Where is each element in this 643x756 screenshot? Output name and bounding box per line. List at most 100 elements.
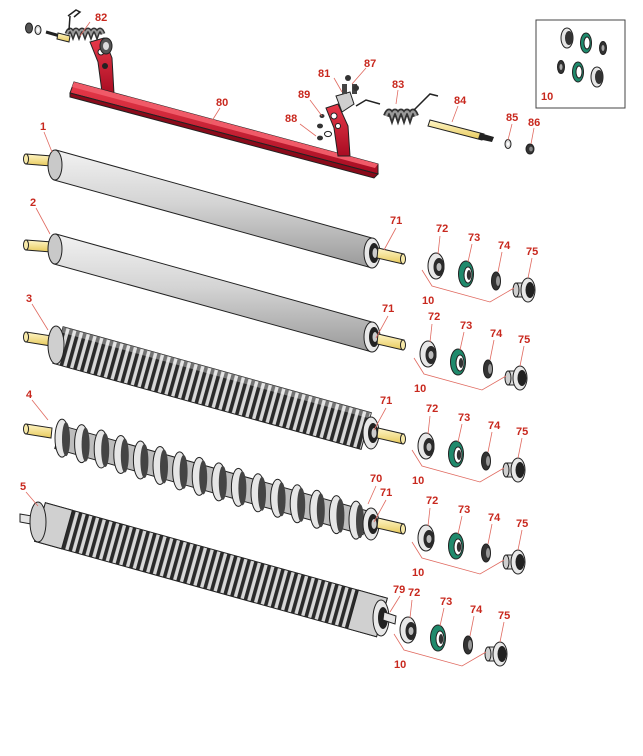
callout-5: 5: [20, 481, 26, 493]
shaft-71-row1: [376, 247, 406, 265]
wiehle-disc: [289, 484, 306, 524]
wiehle-disc: [132, 440, 149, 480]
seal-icon: [448, 440, 464, 468]
bearing-icon: [399, 616, 417, 644]
callout-3: 3: [26, 293, 32, 305]
left-rod: [45, 30, 71, 43]
callout-85: 85: [506, 112, 518, 124]
callout-10: 10: [422, 295, 434, 307]
callout-89: 89: [298, 89, 310, 101]
callout-73: 73: [458, 504, 470, 516]
wiehle-disc: [74, 424, 90, 464]
nut-icon: [481, 543, 491, 563]
wiehle-disc: [152, 445, 168, 485]
callout-72: 72: [426, 495, 438, 507]
wiehle-disc: [328, 495, 345, 535]
leader-lines: [25, 21, 535, 613]
callout-71: 71: [380, 487, 392, 499]
callout-75: 75: [526, 246, 538, 258]
wiehle-disc: [172, 451, 188, 491]
right-bracket-81: [325, 75, 359, 157]
callout-1: 1: [40, 121, 46, 133]
hardware-85-86: [504, 139, 535, 155]
seal-icon: [450, 348, 466, 376]
top-assembly: [25, 9, 535, 179]
callout-79: 79: [393, 584, 405, 596]
callout-72: 72: [436, 223, 448, 235]
wiehle-disc: [191, 456, 208, 496]
callout-4: 4: [26, 389, 33, 401]
bearing-icon: [417, 524, 435, 552]
wiehle-disc: [309, 489, 325, 529]
callout-10: 10: [394, 659, 406, 671]
callout-71: 71: [380, 395, 392, 407]
callout-80: 80: [216, 97, 228, 109]
roller-1-smooth: [23, 149, 381, 269]
roller-5-grooved: [19, 501, 397, 638]
callout-87: 87: [364, 58, 376, 70]
callout-2: 2: [30, 197, 36, 209]
nut-icon: [463, 635, 473, 655]
end-cap-icon: [502, 457, 526, 483]
bearing-seal-sets: 72 73 74 75 10 71 72 73 74 75 10 71 72 73 74 75 10 71 72 73…: [373, 215, 538, 671]
callout-71: 71: [382, 303, 394, 315]
wiehle-disc: [230, 467, 247, 507]
callout-71: 71: [390, 215, 402, 227]
callout-74: 74: [490, 328, 503, 340]
bearing-icon: [419, 340, 437, 368]
wiehle-disc: [270, 478, 286, 518]
callout-72: 72: [428, 311, 440, 323]
left-bracket: [89, 37, 115, 95]
seal-icon: [458, 260, 474, 288]
callout-73: 73: [468, 232, 480, 244]
roller-2-smooth: [23, 233, 406, 353]
callout-88: 88: [285, 113, 297, 125]
callout-82: 82: [95, 12, 107, 24]
bearing-set-row: 72 73 74 75 10 71: [373, 395, 528, 487]
callout-73: 73: [458, 412, 470, 424]
wiehle-disc-row: [54, 418, 364, 540]
wiehle-disc: [348, 500, 364, 540]
wiehle-disc: [113, 435, 129, 475]
callout-10: 10: [412, 475, 424, 487]
wiehle-disc: [211, 462, 227, 502]
callout-74: 74: [470, 604, 483, 616]
nut-icon: [483, 359, 493, 379]
callout-72: 72: [426, 403, 438, 415]
callout-10: 10: [412, 567, 424, 579]
callout-72: 72: [408, 587, 420, 599]
end-cap-icon: [504, 365, 528, 391]
bearing-set-row: 72 73 74 75 10 71: [383, 215, 538, 307]
callout-81: 81: [318, 68, 330, 80]
callout-75: 75: [516, 518, 528, 530]
callout-70: 70: [370, 473, 382, 485]
spring-82: [64, 9, 106, 42]
end-cap-icon: [512, 277, 536, 303]
frame-bar-80: [69, 81, 379, 179]
bearing-set-row: 72 73 74 75 10 71: [373, 487, 528, 579]
roller-3-grooved: [23, 325, 406, 450]
spring-83: [355, 93, 439, 126]
callout-75: 75: [518, 334, 530, 346]
inset-bearing-icon: [557, 27, 607, 88]
bearing-icon: [417, 432, 435, 460]
wiehle-disc: [250, 473, 266, 513]
end-cap-icon: [502, 549, 526, 575]
bearing-icon: [427, 252, 445, 280]
left-washer-stack: [25, 22, 42, 35]
seal-icon: [448, 532, 464, 560]
bearing-kit-inset: [535, 19, 626, 109]
callout-74: 74: [498, 240, 511, 252]
callout-74: 74: [488, 420, 501, 432]
callout-74: 74: [488, 512, 501, 524]
rod-84: [427, 119, 494, 142]
callout-73: 73: [440, 596, 452, 608]
hardware-88-89: [317, 114, 332, 141]
callout-83: 83: [392, 79, 404, 91]
callout-75: 75: [516, 426, 528, 438]
callout-labels: 82 80 81 87 83 84 89 88 85 86 10 1 2 3 4…: [20, 12, 553, 596]
callout-86: 86: [528, 117, 540, 129]
seal-icon: [430, 624, 446, 652]
